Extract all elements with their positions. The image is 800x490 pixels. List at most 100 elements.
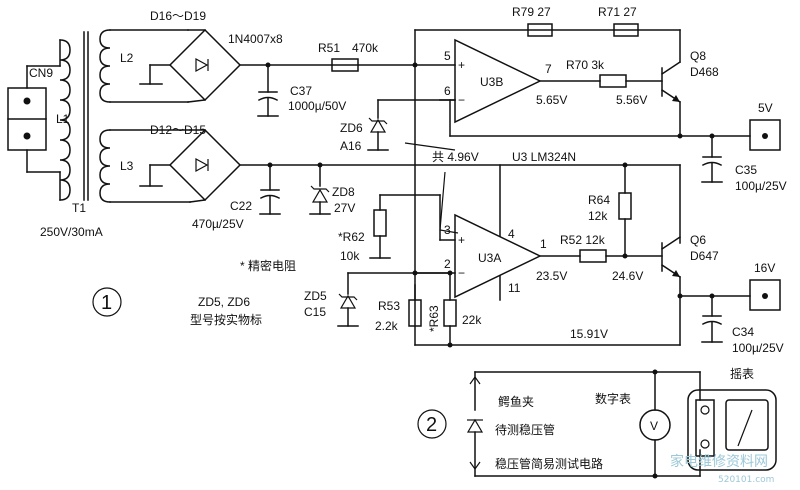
r79-label: R79 27 [512, 5, 551, 19]
u3b-pin5: 5 [444, 49, 451, 63]
circuit-1-number: 1 [101, 292, 112, 314]
connector-cn9 [7, 65, 61, 173]
c35-label: C35 [735, 163, 757, 177]
bridge-bottom-label: D12～D15 [150, 123, 206, 137]
c34-value: 100µ/25V [732, 341, 784, 355]
q8-base-voltage: 5.56V [616, 93, 647, 107]
r63-label: *R63 [427, 305, 441, 332]
zd6-label: ZD6 [340, 121, 363, 135]
r64-label: R64 [588, 193, 610, 207]
output-5v-label: 5V [758, 101, 773, 115]
u3a-pin1: 1 [540, 237, 547, 251]
capacitor-c37 [257, 62, 279, 117]
l3-label: L3 [120, 159, 134, 173]
r63-value: 22k [462, 313, 482, 327]
megger-label: 摇表 [730, 367, 754, 381]
r53-value: 2.2k [375, 319, 399, 333]
coil-l3 [99, 129, 191, 203]
u3-label: U3 LM324N [512, 150, 576, 164]
c37-label: C37 [290, 84, 312, 98]
megger-meter [687, 389, 777, 471]
t1-rating: 250V/30mA [40, 225, 103, 239]
u3a-plus: + [458, 233, 465, 247]
u3a-minus: − [458, 266, 465, 280]
test-circuit [466, 369, 701, 479]
u3a-pin3: 3 [444, 223, 451, 237]
r70-label: R70 3k [566, 58, 605, 72]
transistor-q8 [660, 60, 682, 137]
cn9-label: CN9 [29, 66, 53, 80]
leader-line-top [404, 142, 456, 151]
r51-value: 470k [352, 41, 379, 55]
l2-label: L2 [120, 51, 134, 65]
q6-type: D647 [690, 249, 719, 263]
r62-value: 10k [340, 249, 360, 263]
voltmeter-v: V [650, 419, 658, 433]
r64-value: 12k [588, 209, 608, 223]
test-diode-label: 待测稳压管 [495, 422, 555, 437]
zd-note-line2: 型号按实物标 [190, 312, 262, 327]
r71-label: R71 27 [598, 5, 637, 19]
zd5-label: ZD5 [304, 289, 327, 303]
bridge-top-label: D16～D19 [150, 9, 206, 23]
r51-label: R51 [318, 41, 340, 55]
watermark-url: 520101.com [718, 475, 774, 485]
coil-l2 [99, 29, 189, 103]
u3b-pin6: 6 [444, 84, 451, 98]
zener-zd8 [309, 162, 331, 215]
circuit-2-number: 2 [426, 414, 437, 436]
terminal-16v [749, 279, 781, 311]
u3a-pin2: 2 [444, 257, 451, 271]
zener-zd6 [367, 99, 456, 151]
zd-note-line1: ZD5, ZD6 [198, 295, 250, 309]
bridge-rectifier-bottom [139, 128, 626, 203]
u3b-plus: + [458, 58, 465, 72]
precision-note: * 精密电阻 [240, 258, 296, 273]
resistor-r64 [618, 162, 681, 257]
resistor-r51 [331, 58, 359, 72]
u3b-minus: − [458, 93, 465, 107]
transistor-q6 [660, 235, 682, 297]
u3a-label: U3A [478, 251, 501, 265]
zener-zd5 [337, 272, 416, 327]
resistor-r52 [579, 249, 607, 263]
q8-type: D468 [690, 65, 719, 79]
watermark-text: 家电维修资料网 [670, 453, 768, 470]
output-16v-label: 16V [754, 261, 775, 275]
resistor-r79-r71 [414, 23, 681, 66]
c35-value: 100µ/25V [735, 179, 787, 193]
r53-label: R53 [378, 299, 400, 313]
u3a-out-voltage: 23.5V [536, 269, 567, 283]
c34-label: C34 [732, 325, 754, 339]
test-circuit-caption: 稳压管简易测试电路 [495, 456, 603, 471]
u3a-pin4: 4 [508, 227, 515, 241]
opamp-u3b [414, 38, 681, 137]
q6-base-voltage: 24.6V [612, 269, 643, 283]
t1-label: T1 [72, 201, 86, 215]
bridge-rectifier-top [139, 28, 416, 103]
r52-label: R52 12k [560, 233, 606, 247]
clip-label: 鳄鱼夹 [498, 395, 534, 409]
bridge-type-label: 1N4007x8 [228, 32, 283, 46]
u3b-label: U3B [480, 75, 503, 89]
circuit-2-marker [417, 409, 447, 439]
u3b-pin7: 7 [545, 62, 552, 76]
zd6-value: A16 [340, 139, 362, 153]
r62-label: *R62 [338, 230, 365, 244]
resistor-r62 [369, 194, 441, 259]
resistor-r53-r63 [408, 270, 457, 348]
zd8-label: ZD8 [332, 185, 355, 199]
q6-label: Q6 [690, 233, 706, 247]
terminal-5v [749, 119, 781, 151]
rail-voltage: 15.91V [570, 327, 608, 341]
zd5-value: C15 [304, 305, 326, 319]
common-voltage-label: 共 4.96V [432, 150, 479, 164]
meter-label: 数字表 [595, 391, 631, 406]
c22-label: C22 [230, 199, 252, 213]
capacitor-c35 [701, 135, 723, 183]
transformer-primary [59, 31, 89, 201]
circuit-1-marker [92, 287, 122, 317]
u3a-pin11: 11 [508, 281, 521, 295]
